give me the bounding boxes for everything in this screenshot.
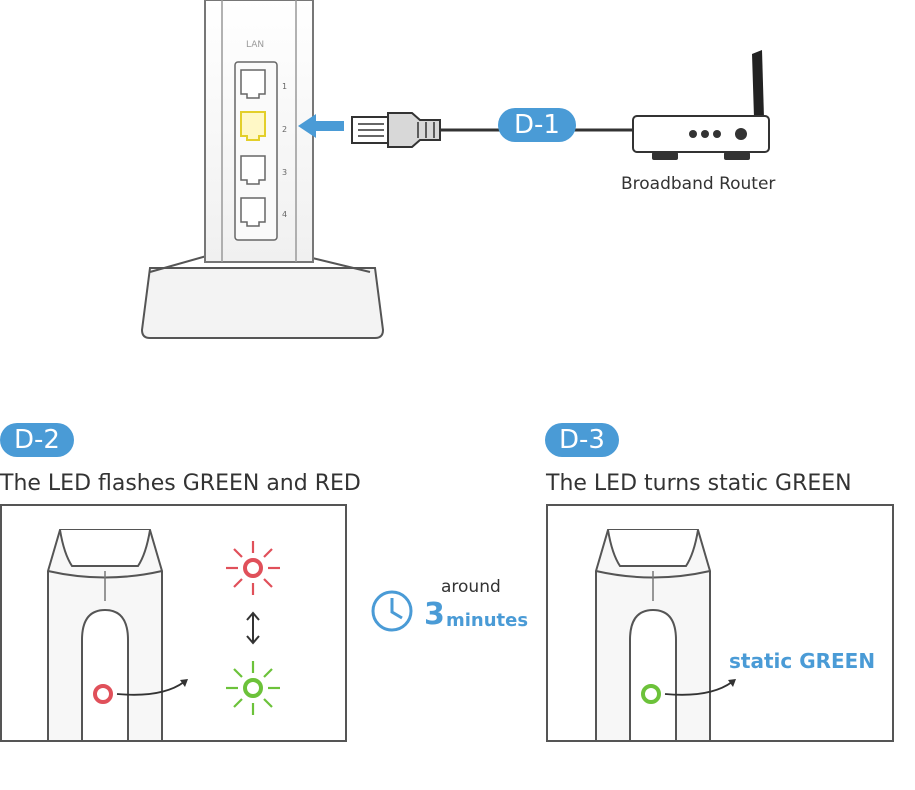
device-front bbox=[47, 529, 163, 740]
static-green-label: static GREEN bbox=[729, 649, 876, 673]
flashing-green-led-icon bbox=[226, 661, 280, 715]
step-badge-d1: D-1 bbox=[498, 108, 576, 142]
ethernet-plug-icon bbox=[351, 112, 441, 148]
step-badge-d3: D-3 bbox=[545, 423, 619, 457]
pointer-arrow bbox=[116, 681, 185, 696]
led-indicator-green bbox=[641, 684, 661, 704]
timing-unit: minutes bbox=[446, 610, 529, 631]
lan-label: LAN bbox=[246, 40, 265, 50]
router-icon bbox=[632, 50, 770, 160]
step3-caption: The LED turns static GREEN bbox=[546, 471, 852, 496]
top-illustration bbox=[140, 0, 770, 339]
lan-port-3[interactable] bbox=[240, 155, 266, 185]
lan-port-2-highlighted[interactable] bbox=[240, 111, 266, 141]
pointer-arrow bbox=[664, 681, 733, 696]
double-arrow-icon bbox=[246, 611, 260, 645]
lan-port-panel bbox=[234, 61, 278, 241]
device-front bbox=[595, 529, 711, 740]
router-label: Broadband Router bbox=[621, 174, 776, 194]
step3-panel bbox=[546, 504, 894, 742]
device-stand bbox=[140, 267, 385, 339]
port-number-4: 4 bbox=[282, 210, 288, 219]
port-number-3: 3 bbox=[282, 168, 288, 177]
step2-panel bbox=[0, 504, 347, 742]
port-number-2: 2 bbox=[282, 125, 288, 134]
timing-around: around bbox=[441, 577, 501, 597]
lan-port-4[interactable] bbox=[240, 197, 266, 227]
timing-number: 3 bbox=[424, 597, 445, 632]
step-badge-d2: D-2 bbox=[0, 423, 74, 457]
led-indicator-red bbox=[93, 684, 113, 704]
port-number-1: 1 bbox=[282, 82, 288, 91]
lan-port-1[interactable] bbox=[240, 69, 266, 99]
arrow-left-icon bbox=[298, 114, 344, 138]
step2-caption: The LED flashes GREEN and RED bbox=[0, 471, 361, 496]
flashing-red-led-icon bbox=[226, 541, 280, 595]
